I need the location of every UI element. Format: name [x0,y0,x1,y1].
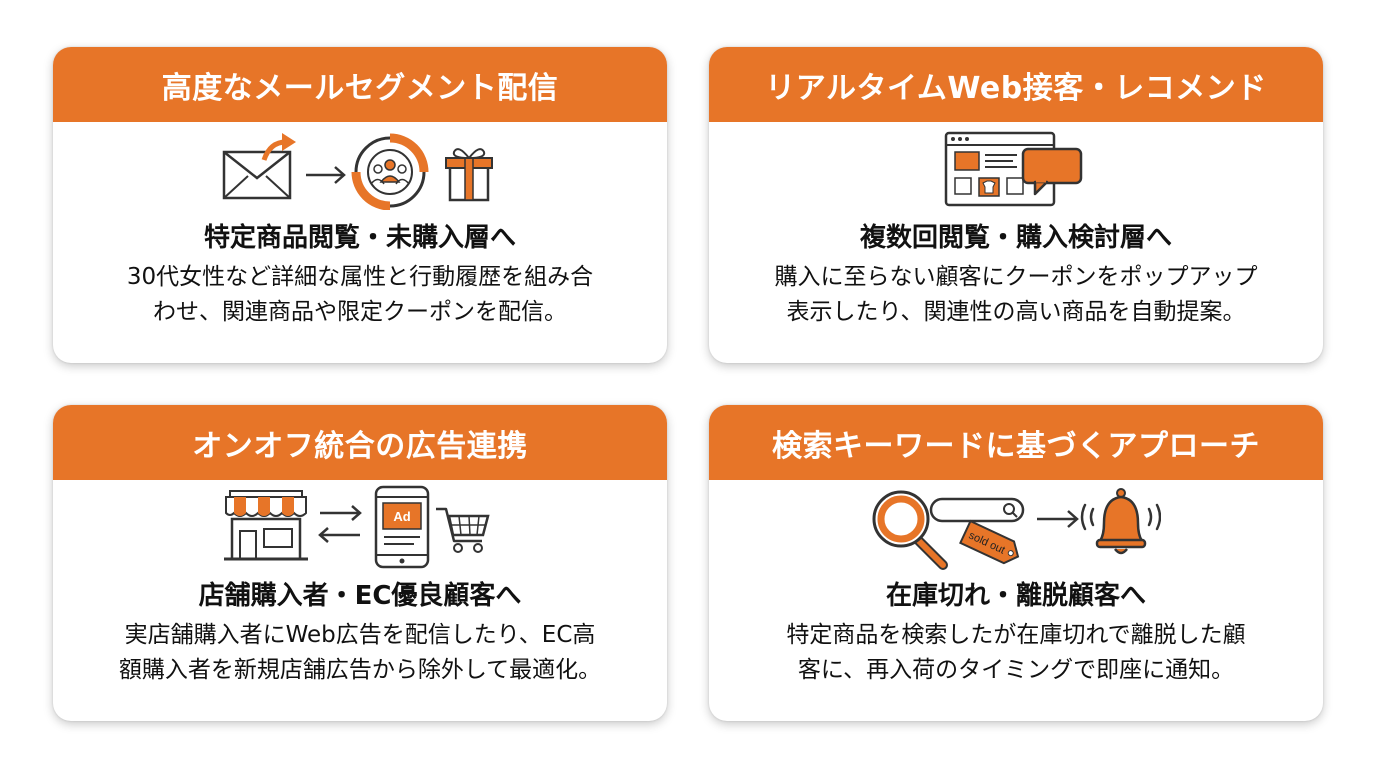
description-line: 額購入者を新規店舗広告から除外して最適化。 [118,657,602,683]
card-subtitle: 特定商品閲覧・未購入層へ [203,223,516,253]
ad-label: Ad [393,509,410,524]
search-bar-icon [929,497,1025,523]
sold-out-tag-icon: sold out [959,519,1020,565]
web-recommend-illustration [944,131,1083,207]
card-search-keyword: 検索キーワードに基づくアプローチ sold out [709,405,1323,721]
card-icons-row [53,122,667,218]
card-icons-row [709,122,1323,218]
exchange-arrows-icon [318,505,362,543]
card-onoff-ads: オンオフ統合の広告連携 [53,405,667,721]
card-icons-row: sold out [709,480,1323,576]
audience-target-icon [351,133,429,210]
description-line: わせ、関連商品や限定クーポンを配信。 [153,299,567,325]
shopping-cart-icon [436,507,490,553]
card-description: 特定商品を検索したが在庫切れで離脱した顧 客に、再入荷のタイミングで即座に通知。 [709,618,1323,688]
description-line: 客に、再入荷のタイミングで即座に通知。 [797,657,1235,683]
description-line: 特定商品を検索したが在庫切れで離脱した顧 [786,622,1246,648]
onoff-ads-illustration: Ad [224,485,490,569]
envelope-icon [222,133,296,200]
card-title: 高度なメールセグメント配信 [53,47,667,122]
card-description: 購入に至らない顧客にクーポンをポップアップ 表示したり、関連性の高い商品を自動提… [709,260,1323,330]
store-icon [224,490,308,561]
arrow-right-icon [306,166,346,184]
card-description: 30代女性など詳細な属性と行動履歴を組み合 わせ、関連商品や限定クーポンを配信。 [53,260,667,330]
search-keyword-illustration: sold out [872,488,1161,570]
description-line: 購入に至らない顧客にクーポンをポップアップ [774,264,1258,290]
card-subtitle: 在庫切れ・離脱顧客へ [885,581,1146,611]
chat-bubble-icon [1021,147,1083,196]
card-title: 検索キーワードに基づくアプローチ [709,405,1323,480]
smartphone-ad-icon: Ad [374,485,430,569]
email-flow-illustration [222,133,493,210]
card-subtitle: 店舗購入者・EC優良顧客へ [198,581,522,611]
description-line: 実店舗購入者にWeb広告を配信したり、EC高 [124,622,596,648]
card-title: リアルタイムWeb接客・レコメンド [709,47,1323,122]
description-line: 30代女性など詳細な属性と行動履歴を組み合 [126,264,594,290]
card-web-recommend: リアルタイムWeb接客・レコメンド [709,47,1323,363]
card-subtitle: 複数回閲覧・購入検討層へ [859,223,1172,253]
gift-icon [445,148,493,202]
card-title: オンオフ統合の広告連携 [53,405,667,480]
card-email-segment: 高度なメールセグメント配信 [53,47,667,363]
card-description: 実店舗購入者にWeb広告を配信したり、EC高 額購入者を新規店舗広告から除外して… [53,618,667,688]
magnifier-icon [872,490,948,570]
description-line: 表示したり、関連性の高い商品を自動提案。 [786,299,1246,325]
card-icons-row: Ad [53,480,667,576]
bell-icon [1080,488,1161,555]
arrow-right-icon [1037,510,1079,528]
